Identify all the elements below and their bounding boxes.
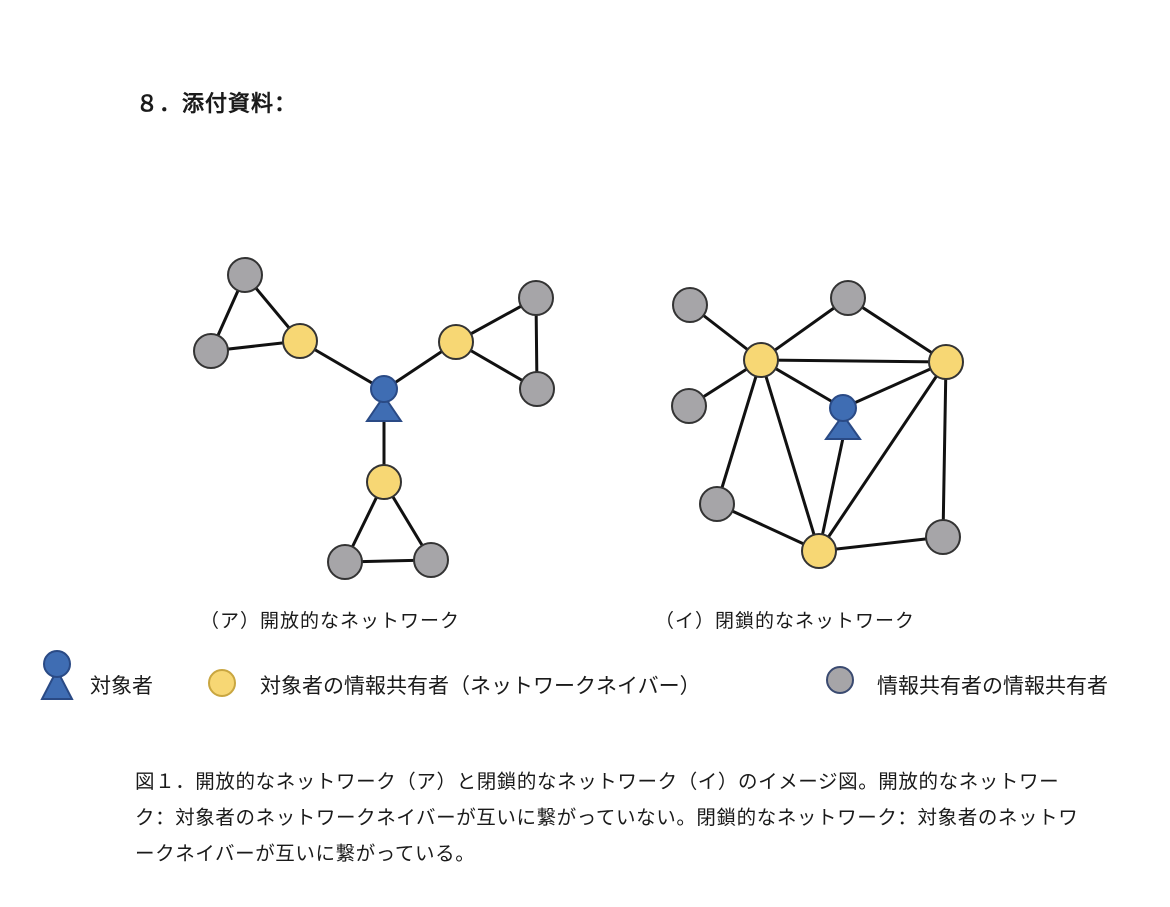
neighbor-node — [282, 323, 318, 359]
neighbor-node — [438, 324, 474, 360]
second-degree-node — [925, 519, 961, 555]
closed-network-edges — [687, 296, 948, 553]
second-degree-node — [327, 544, 363, 580]
edge — [941, 360, 948, 539]
neighbor-node — [801, 533, 837, 569]
second-degree-node — [519, 371, 555, 407]
edge — [817, 360, 948, 553]
legend-neighbor-icon — [208, 669, 236, 697]
second-degree-node — [227, 257, 263, 293]
second-degree-node — [518, 280, 554, 316]
section-heading: ８．添付資料： — [136, 91, 298, 117]
closed-network-caption: （イ）閉鎖的なネットワーク — [655, 610, 916, 632]
edge — [817, 535, 945, 553]
second-degree-node — [671, 388, 707, 424]
open-network-diagram — [193, 257, 555, 580]
edge — [841, 360, 948, 410]
second-degree-node — [830, 280, 866, 316]
legend-second-degree-icon — [826, 666, 854, 694]
neighbor-node — [366, 464, 402, 500]
legend-neighbor-label: 対象者の情報共有者（ネットワークネイバー） — [260, 674, 701, 698]
edge — [759, 358, 948, 364]
edge — [759, 358, 821, 553]
legend-subject-icon — [40, 650, 74, 700]
neighbor-node — [928, 344, 964, 380]
neighbor-node — [743, 342, 779, 378]
edge — [715, 358, 763, 506]
edge — [715, 502, 821, 553]
legend-second-degree-label: 情報共有者の情報共有者 — [877, 674, 1108, 698]
second-degree-node — [672, 287, 708, 323]
figure-caption: 図１．開放的なネットワーク（ア）と閉鎖的なネットワーク（イ）のイメージ図。開放的… — [135, 770, 1079, 865]
open-network-caption: （ア）開放的なネットワーク — [200, 610, 461, 632]
subject-node — [824, 394, 862, 440]
edge — [817, 436, 845, 553]
closed-network-diagram — [671, 280, 964, 569]
subject-node — [365, 375, 403, 422]
second-degree-node — [413, 542, 449, 578]
second-degree-node — [699, 486, 735, 522]
second-degree-node — [193, 333, 229, 369]
legend-subject-label: 対象者 — [90, 674, 153, 698]
edge — [846, 296, 948, 364]
